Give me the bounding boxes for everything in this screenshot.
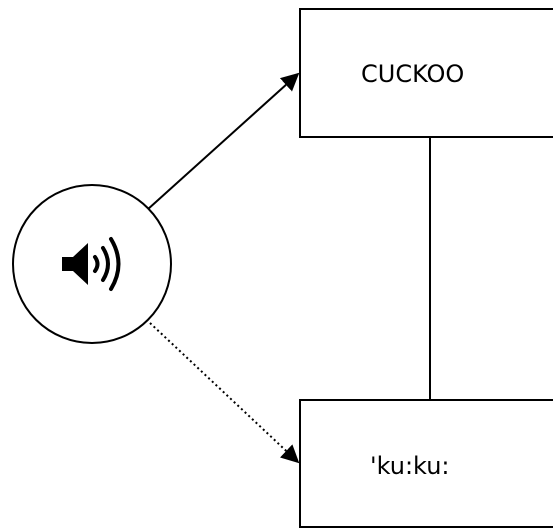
sound-node: [12, 184, 172, 344]
word-box: CUCKOO: [299, 8, 553, 138]
solid-arrow-to-word: [146, 72, 300, 211]
speaker-sound-icon: [62, 237, 121, 291]
dotted-arrow-to-pronunciation: [149, 322, 300, 464]
pronunciation-box: 'ku:ku:: [299, 399, 553, 528]
pronunciation-box-label: 'ku:ku:: [370, 452, 450, 480]
word-box-label: CUCKOO: [361, 60, 464, 88]
